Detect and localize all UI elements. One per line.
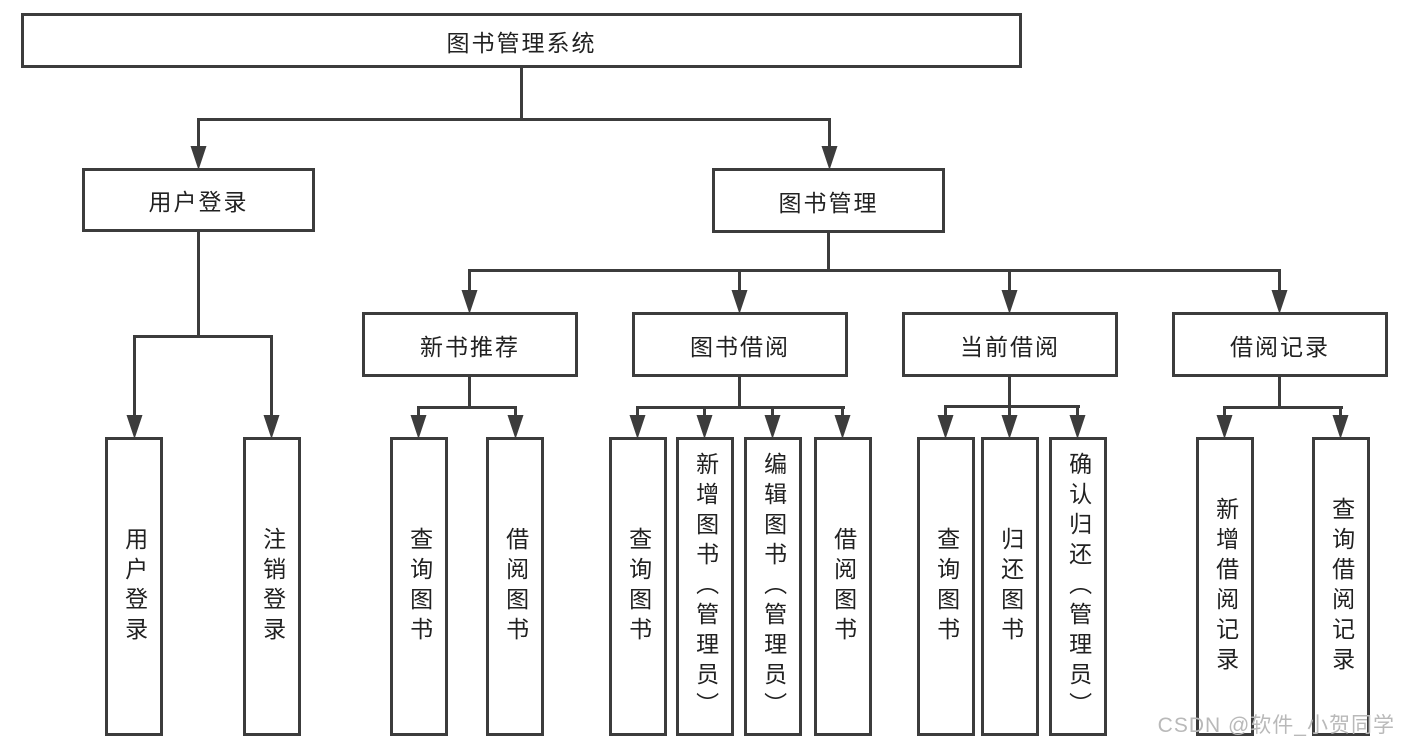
leaf-confirm-return-admin: 确认归还（管理员） bbox=[1049, 437, 1107, 736]
leaf-add-book-admin: 新增图书（管理员） bbox=[676, 437, 734, 736]
leaf-label: 借阅图书 bbox=[502, 526, 529, 647]
leaf-label: 归还图书 bbox=[997, 526, 1024, 647]
leaf-label: 查询图书 bbox=[406, 526, 433, 647]
leaf-label: 查询图书 bbox=[933, 526, 960, 647]
leaf-label: 确认归还（管理员） bbox=[1065, 451, 1092, 722]
arrow-down-icons bbox=[126, 146, 1349, 439]
node-current-borrowing: 当前借阅 bbox=[902, 312, 1118, 377]
leaf-label: 新增图书（管理员） bbox=[692, 451, 719, 722]
leaf-edit-book-admin: 编辑图书（管理员） bbox=[744, 437, 802, 736]
leaf-query-books-recommend: 查询图书 bbox=[390, 437, 448, 736]
leaf-label: 借阅图书 bbox=[830, 526, 857, 647]
tree-edges bbox=[133, 68, 1343, 421]
leaf-user-login: 用户登录 bbox=[105, 437, 163, 736]
leaf-query-borrow-record: 查询借阅记录 bbox=[1312, 437, 1370, 736]
leaf-label: 新增借阅记录 bbox=[1212, 496, 1239, 677]
leaf-label: 查询借阅记录 bbox=[1328, 496, 1355, 677]
leaf-label: 查询图书 bbox=[625, 526, 652, 647]
leaf-return-book: 归还图书 bbox=[981, 437, 1039, 736]
leaf-label: 注销登录 bbox=[259, 526, 286, 647]
node-new-book-recommendation: 新书推荐 bbox=[362, 312, 578, 377]
node-book-borrowing: 图书借阅 bbox=[632, 312, 848, 377]
leaf-add-borrow-record: 新增借阅记录 bbox=[1196, 437, 1254, 736]
leaf-borrow-books-borrowing: 借阅图书 bbox=[814, 437, 872, 736]
node-borrowing-records: 借阅记录 bbox=[1172, 312, 1388, 377]
leaf-logout: 注销登录 bbox=[243, 437, 301, 736]
node-root-library-management-system: 图书管理系统 bbox=[21, 13, 1022, 68]
node-book-management: 图书管理 bbox=[712, 168, 945, 233]
csdn-watermark: CSDN @软件_小贺同学 bbox=[1157, 714, 1395, 737]
leaf-borrow-books-recommend: 借阅图书 bbox=[486, 437, 544, 736]
leaf-query-books-borrowing: 查询图书 bbox=[609, 437, 667, 736]
node-user-login: 用户登录 bbox=[82, 168, 315, 232]
leaf-label: 用户登录 bbox=[121, 526, 148, 647]
leaf-label: 编辑图书（管理员） bbox=[760, 451, 787, 722]
leaf-query-books-current: 查询图书 bbox=[917, 437, 975, 736]
